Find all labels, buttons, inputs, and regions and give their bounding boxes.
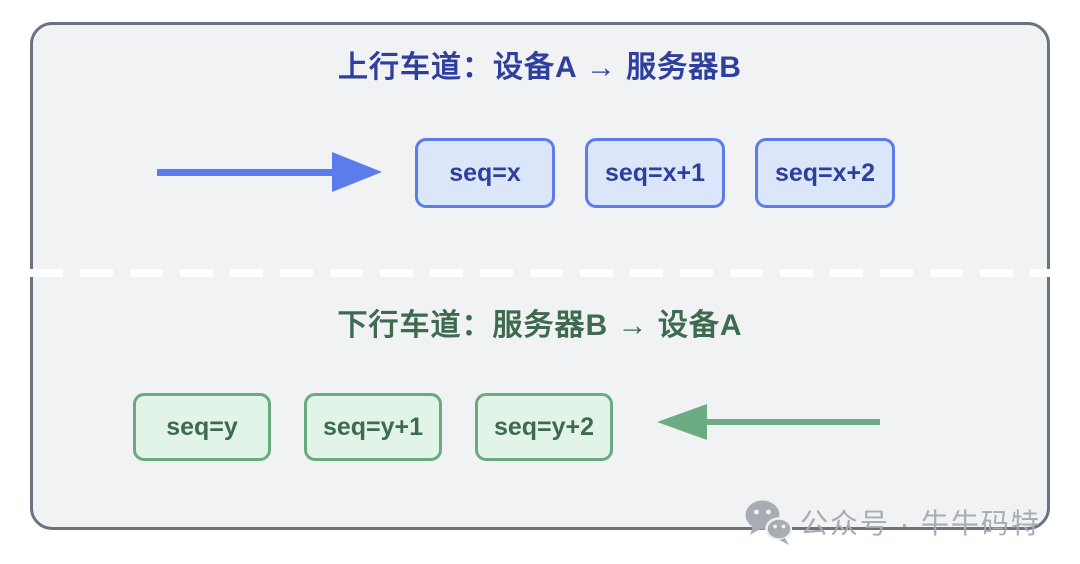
packet-box-seq-y1: seq=y+1 (304, 393, 442, 461)
packet-box-seq-y: seq=y (133, 393, 271, 461)
downlink-arrow-line (703, 419, 880, 425)
dashed-lane-divider (30, 269, 1050, 277)
uplink-packets-row: seq=x seq=x+1 seq=x+2 (415, 138, 895, 208)
packet-box-seq-x1: seq=x+1 (585, 138, 725, 208)
uplink-lane-title: 上行车道：设备A → 服务器B (338, 51, 742, 84)
downlink-packets-row: seq=y seq=y+1 seq=y+2 (133, 393, 613, 461)
packet-box-seq-y2: seq=y+2 (475, 393, 613, 461)
wechat-icon (744, 498, 792, 546)
packet-box-seq-x: seq=x (415, 138, 555, 208)
downlink-lane-title: 下行车道：服务器B → 设备A (337, 309, 743, 342)
watermark: 公众号 · 牛牛码特 (744, 498, 1041, 546)
downlink-arrow-left-icon (657, 404, 707, 440)
watermark-text: 公众号 · 牛牛码特 (800, 508, 1041, 539)
packet-box-seq-x2: seq=x+2 (755, 138, 895, 208)
uplink-arrow-right-icon (332, 152, 382, 192)
uplink-arrow-line (157, 169, 335, 176)
